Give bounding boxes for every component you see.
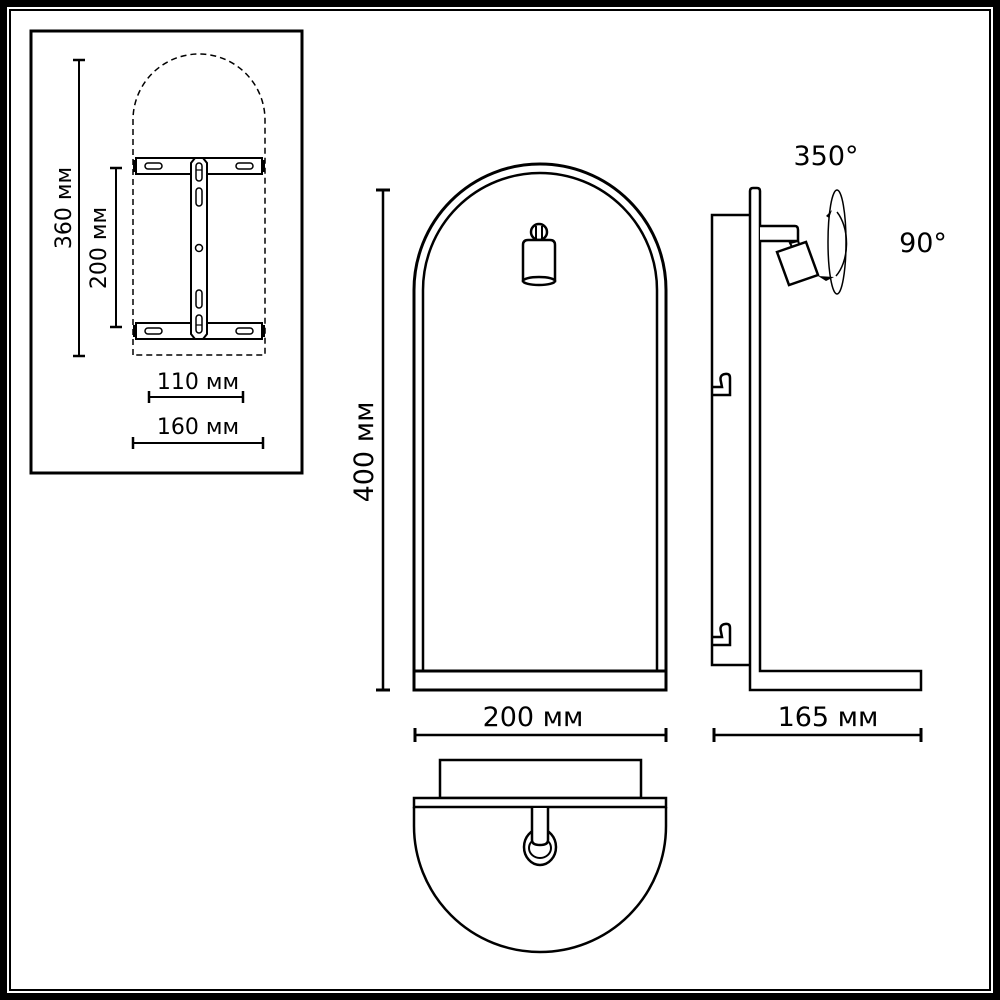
bracket-vertical-bar — [190, 157, 208, 340]
arch-inner — [421, 171, 659, 670]
spotlight-head-icon — [760, 224, 820, 287]
dim-line-200-width — [413, 728, 668, 742]
side-body-l-profile — [748, 186, 923, 692]
top-base-edge — [412, 796, 668, 809]
label-165: 165 мм — [778, 702, 879, 733]
inset-border — [29, 29, 304, 475]
label-160: 160 мм — [157, 415, 239, 440]
inset-panel: 360 мм 200 мм 110 мм 160 мм — [29, 29, 304, 475]
dim-line-165 — [712, 728, 923, 742]
label-110: 110 мм — [157, 370, 239, 395]
label-200-width: 200 мм — [483, 702, 584, 733]
top-view — [412, 758, 668, 954]
dim-line-200-bracket — [110, 166, 122, 329]
label-200-bracket: 200 мм — [87, 207, 112, 289]
lamp-socket-icon — [521, 222, 557, 287]
top-wall-plate — [438, 758, 643, 800]
side-view: 350° 90° 165 мм — [710, 141, 947, 742]
dim-line-110 — [147, 391, 245, 403]
base-shelf — [412, 669, 668, 692]
top-half-disc — [412, 807, 668, 954]
label-360: 360 мм — [52, 167, 77, 249]
dim-line-360 — [73, 58, 85, 358]
label-400: 400 мм — [349, 402, 380, 503]
lamp-outline-dashed — [132, 53, 266, 356]
dim-line-400 — [376, 188, 390, 692]
rotation-arrows-icon — [818, 189, 848, 295]
wall-plate-bottom-hook — [712, 622, 732, 647]
top-spotlight-icon — [522, 808, 558, 867]
dim-line-160 — [131, 437, 265, 449]
inner-frame-border — [9, 9, 991, 991]
arch-outer — [412, 162, 668, 670]
wall-plate-top-hook — [710, 213, 750, 397]
label-rotation-90: 90° — [899, 228, 947, 259]
front-view: 400 мм 200 мм — [349, 162, 668, 742]
label-rotation-350: 350° — [793, 141, 858, 172]
